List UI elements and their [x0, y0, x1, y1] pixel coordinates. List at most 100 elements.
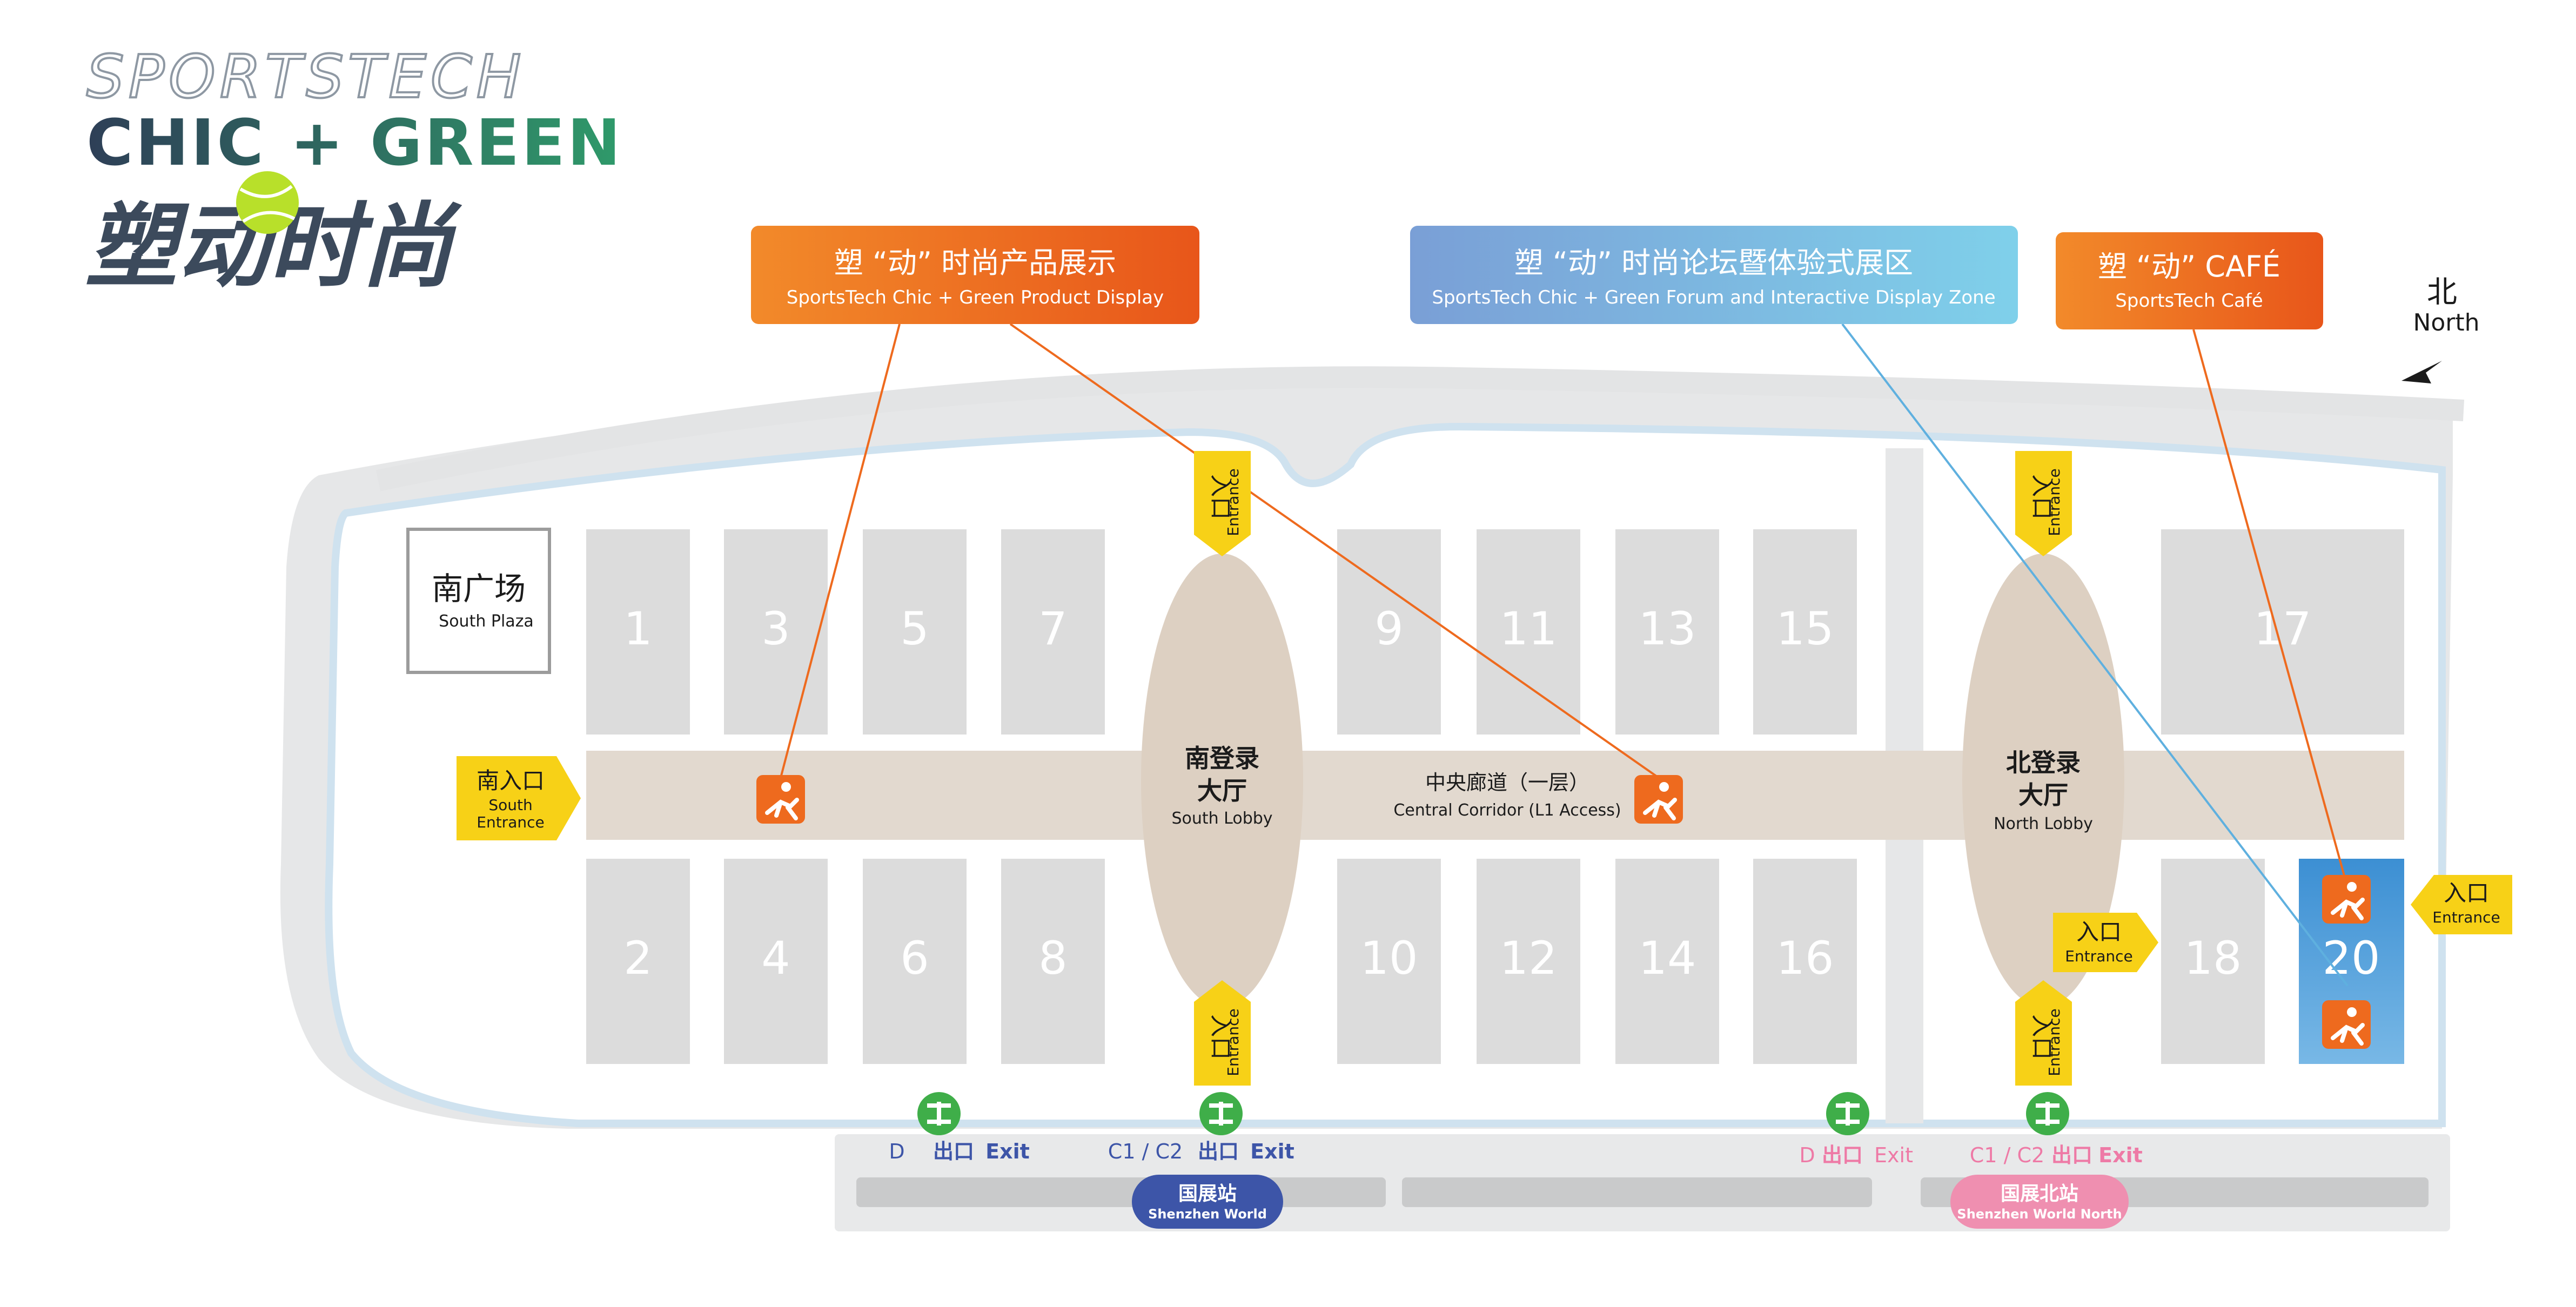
brand-line2: CHIC + GREEN — [86, 105, 623, 180]
hall-number: 2 — [623, 932, 652, 985]
callout-forum-zone[interactable]: 塑 “动” 时尚论坛暨体验式展区 SportsTech Chic + Green… — [1410, 226, 2018, 324]
hall-number: 10 — [1360, 932, 1418, 985]
runner-icon[interactable] — [756, 775, 805, 824]
activity-markers — [756, 775, 2371, 1049]
entrance-top-north-lobby[interactable]: 入口 Entrance — [2015, 451, 2072, 556]
hall-number: 16 — [1776, 932, 1834, 985]
callout-cafe-en: SportsTech Café — [2115, 290, 2263, 312]
brand-logo: SPORTSTECH CHIC + GREEN 塑动时尚 — [85, 41, 623, 300]
tennis-ball-seam — [239, 185, 296, 223]
south-plaza — [406, 528, 551, 674]
metro-icon — [1826, 1092, 1869, 1135]
hall-number: 18 — [2184, 932, 2242, 985]
entrance-north-lobby-side[interactable]: 入口 Entrance — [2053, 913, 2158, 972]
entrance-south-zh: 南入口 — [477, 767, 545, 794]
callout-product-zh: 塑 “动” 时尚产品展示 — [834, 246, 1116, 280]
halls-top-row — [586, 529, 2404, 735]
hall-17[interactable] — [2161, 529, 2404, 735]
entrance-bottom-north-lobby[interactable]: 入口 Entrance — [2015, 980, 2072, 1086]
corridor-en: Central Corridor (L1 Access) — [1393, 801, 1621, 820]
roof-band — [375, 366, 2465, 491]
runner-icon[interactable] — [2322, 875, 2371, 924]
exit-c-en-north: Exit — [2098, 1143, 2143, 1167]
metro-icon — [917, 1092, 961, 1135]
leader-lines — [780, 323, 2349, 987]
exit-d-prefix: D — [889, 1140, 904, 1163]
runner-icon[interactable] — [2322, 1000, 2371, 1049]
exit-c-prefix: C1 / C2 — [1108, 1140, 1183, 1163]
hall-12[interactable] — [1477, 859, 1580, 1064]
exit-c-prefix-north: C1 / C2 — [1970, 1143, 2044, 1167]
exit-d-en: Exit — [985, 1140, 1030, 1163]
hall-number: 5 — [900, 602, 929, 655]
hall-number: 9 — [1374, 602, 1403, 655]
hall-number: 4 — [761, 932, 790, 985]
hall-9[interactable] — [1337, 529, 1441, 735]
entrance-top-south-lobby[interactable]: 入口 Entrance — [1194, 451, 1251, 556]
hall-3[interactable] — [724, 529, 828, 735]
hall-18[interactable] — [2161, 859, 2265, 1064]
hall-11[interactable] — [1477, 529, 1580, 735]
hall-number: 1 — [623, 602, 652, 655]
hall-2[interactable] — [586, 859, 690, 1064]
entrance-en: Entrance — [2045, 468, 2063, 536]
entrance-hall-20[interactable]: 入口 Entrance — [2411, 875, 2512, 934]
south-plaza-en: South Plaza — [439, 612, 534, 631]
entrance-south[interactable]: 南入口 South Entrance — [457, 756, 581, 840]
station-shenzhen-world[interactable]: 国展站 Shenzhen World — [1132, 1175, 1283, 1229]
exit-c-en: Exit — [1250, 1140, 1294, 1163]
hall-5[interactable] — [863, 529, 967, 735]
entrance-en: Entrance — [2065, 947, 2132, 965]
entrance-zh: 入口 — [2029, 1014, 2055, 1060]
entrance-bottom-south-lobby[interactable]: 入口 Entrance — [1194, 980, 1251, 1086]
north-en: North — [2413, 309, 2479, 336]
entrance-zh: 入口 — [1208, 474, 1234, 520]
station-en: Shenzhen World North — [1957, 1207, 2122, 1222]
hall-number: 7 — [1038, 602, 1067, 655]
corridor-zh: 中央廊道（一层） — [1425, 771, 1589, 794]
hall-15[interactable] — [1753, 529, 1857, 735]
station-zh: 国展站 — [1178, 1183, 1237, 1205]
exit-d-zh-north: 出口 — [1822, 1143, 1863, 1167]
hall-16[interactable] — [1753, 859, 1857, 1064]
brand-line1: SPORTSTECH — [86, 42, 525, 111]
hall-14[interactable] — [1615, 859, 1719, 1064]
callout-cafe[interactable]: 塑 “动” CAFÉ SportsTech Café — [2056, 232, 2323, 329]
platform-south — [856, 1177, 1386, 1207]
entrance-south-en1: South — [488, 796, 532, 814]
hall-10[interactable] — [1337, 859, 1441, 1064]
hall-8[interactable] — [1001, 859, 1105, 1064]
hall-number: 14 — [1639, 932, 1696, 985]
runner-icon[interactable] — [1634, 775, 1683, 824]
hall-number: 13 — [1639, 602, 1696, 655]
hall-6[interactable] — [863, 859, 967, 1064]
hall-4[interactable] — [724, 859, 828, 1064]
hall-number: 12 — [1500, 932, 1558, 985]
hall-number: 11 — [1500, 602, 1558, 655]
hall-7[interactable] — [1001, 529, 1105, 735]
north-arrow-icon — [2401, 361, 2442, 383]
entrance-en: Entrance — [1224, 468, 1242, 536]
hall-13[interactable] — [1615, 529, 1719, 735]
south-plaza-zh: 南广场 — [432, 570, 526, 607]
exit-c-zh-north: 出口 — [2051, 1143, 2092, 1167]
hall-numbers: 1 2 3 4 5 6 7 8 9 10 11 12 13 14 15 16 1… — [623, 602, 2380, 985]
exit-d-zh: 出口 — [933, 1140, 974, 1163]
exit-d-en-north: Exit — [1874, 1143, 1913, 1167]
entrance-en: Entrance — [2045, 1008, 2063, 1076]
entrance-en: Entrance — [2432, 908, 2500, 926]
south-lobby-en: South Lobby — [1171, 809, 1272, 828]
station-en: Shenzhen World — [1148, 1207, 1267, 1222]
entrance-zh: 入口 — [2076, 919, 2122, 945]
hall-number: 8 — [1038, 932, 1067, 985]
metro-icon — [1199, 1092, 1243, 1135]
metro-icon — [2026, 1092, 2069, 1135]
station-shenzhen-world-north[interactable]: 国展北站 Shenzhen World North — [1950, 1175, 2129, 1229]
hall-1[interactable] — [586, 529, 690, 735]
north-lobby-en: North Lobby — [1994, 814, 2093, 833]
callout-product-display[interactable]: 塑 “动” 时尚产品展示 SportsTech Chic + Green Pro… — [751, 226, 1199, 324]
entrance-zh: 入口 — [2444, 880, 2489, 906]
callout-forum-zh: 塑 “动” 时尚论坛暨体验式展区 — [1514, 246, 1913, 280]
